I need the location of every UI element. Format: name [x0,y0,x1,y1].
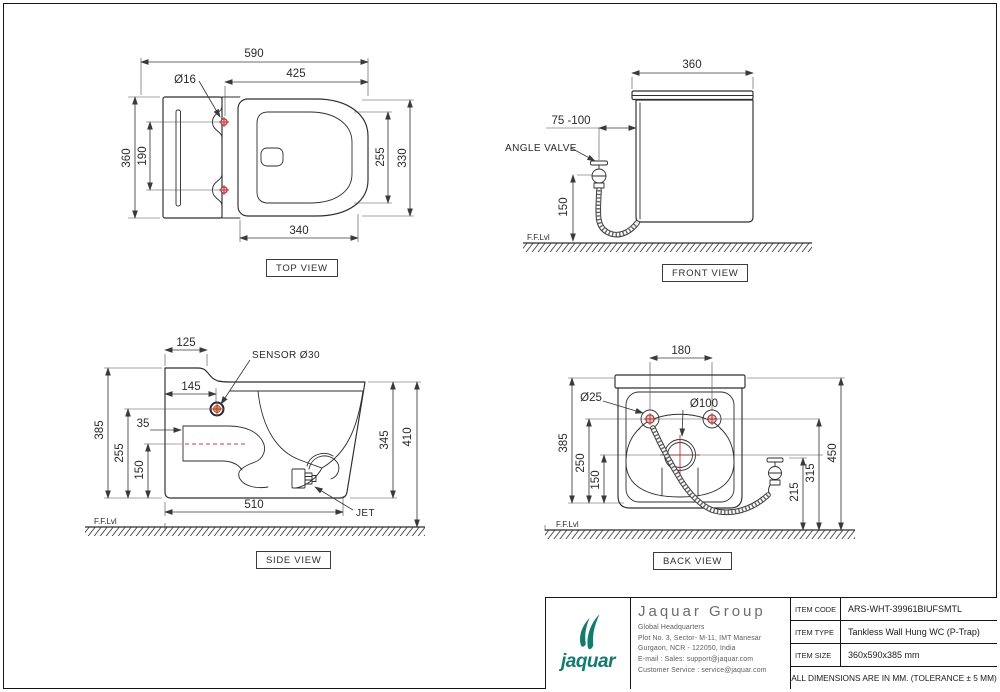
front-view-body [635,99,754,223]
tolerance-note: ALL DIMENSIONS ARE IN MM. (TOLERANCE ± 5… [791,673,997,683]
side-view-label: SIDE VIEW [256,551,332,569]
item-fields: ITEM CODE ARS-WHT-39961BIUFSMTL ITEM TYP… [791,598,997,689]
fixing-hole-bottom [219,185,229,195]
item-type-value: Tankless Wall Hung WC (P-Trap) [848,627,980,637]
inlet-hose-back [650,425,771,516]
back-view-lip [614,374,746,389]
top-view-label: TOP VIEW [266,259,338,277]
angle-valve-label: ANGLE VALVE [505,143,577,154]
address-line: Plot No. 3, Sector- M-11, IMT Manesar [638,634,762,642]
back-view-bowl-walls [661,467,699,497]
jet-label: JET [356,508,375,519]
front-view-label: FRONT VIEW [662,264,749,282]
dim-valve-from-floor: 215 [789,482,801,501]
dim-back-hole-centres: 180 [671,345,690,357]
back-view-bowl [625,427,735,498]
dim-overall-height-back: 450 [827,443,839,462]
dim-inlet-range: 75 -100 [551,115,590,127]
dim-front-width: 360 [682,59,701,71]
top-view-slot [175,109,181,207]
back-view-bowl-top [637,413,723,431]
dim-back-body-height: 385 [558,433,570,452]
angle-valve-back [766,457,784,495]
address-line: Global Headquarters [638,624,705,631]
dim-depth: 510 [244,499,263,511]
address-line: Customer Service : service@jaquar.com [638,666,767,674]
item-size-row: ITEM SIZE 360x590x385 mm [791,644,997,667]
ground-hatch-side [85,527,425,536]
inlet-hose-front [595,187,640,238]
fixing-hole-top [219,117,229,127]
item-type-row: ITEM TYPE Tankless Wall Hung WC (P-Trap) [791,621,997,644]
top-view: 590 425 Ø16 360 190 340 255 330 [121,48,414,242]
ground-hatch-front [523,243,812,252]
dim-sensor-offset: 145 [181,381,200,393]
address-line: Gurgaon, NCR - 122050, India [638,645,736,653]
logo-cell: jaquar [546,598,631,689]
angle-valve-front [590,160,608,189]
dim-fixing-hole-dia: Ø16 [174,74,196,86]
dim-trap-centre: 150 [134,460,146,479]
dim-front-height: 345 [379,430,391,449]
top-view-mount-edge [212,96,223,219]
item-code-row: ITEM CODE ARS-WHT-39961BIUFSMTL [791,598,997,621]
dim-overall-height-side: 410 [402,427,414,446]
side-view: 125 SENSOR Ø30 145 385 35 255 150 510 34… [85,337,425,536]
title-block: jaquar Jaquar Group Global Headquarters … [545,597,997,689]
ffl-label-side: F.F.Lvl [94,517,117,526]
jet-connector [291,453,340,489]
ffl-label-back: F.F.Lvl [556,520,579,529]
company-cell: Jaquar Group Global Headquarters Plot No… [631,598,791,689]
dim-back-hole-dia: Ø25 [580,392,602,404]
jaquar-wordmark: jaquar [560,651,616,672]
dim-side-body-height: 385 [94,420,106,439]
dim-outlet-dia: Ø100 [690,398,718,410]
dim-overall-length: 590 [244,48,263,60]
dim-ledge: 125 [176,337,195,349]
dim-opening-width: 255 [375,147,387,166]
top-view-seat-outline [237,98,369,217]
jaquar-logo-icon [580,614,600,650]
item-type-label: ITEM TYPE [791,621,841,643]
side-view-body [164,367,366,499]
top-view-back-plate [162,96,223,219]
back-view: 180 Ø25 Ø100 385 250 150 450 315 215 F.F… [544,345,855,539]
company-name: Jaquar Group [638,603,766,620]
item-code-value: ARS-WHT-39961BIUFSMTL [848,604,963,614]
item-code-label: ITEM CODE [791,598,841,620]
dim-outlet-from-bottom: 150 [590,470,602,489]
back-view-inner [625,391,735,503]
top-view-flush-detail [260,147,284,167]
side-view-bowl [257,390,364,489]
ground-hatch-back [545,530,855,539]
company-address: Global Headquarters Plot No. 3, Sector- … [638,623,783,677]
address-line: E-mail : Sales: support@jaquar.com [638,656,754,664]
item-size-value: 360x590x385 mm [848,650,920,660]
sensor-target [209,401,225,417]
dim-inlet-inset: 35 [137,418,150,430]
dim-overall-width: 360 [121,148,133,167]
dim-holes-from-floor: 315 [805,463,817,482]
front-view: 360 75 -100 ANGLE VALVE 150 F.F.Lvl [505,59,812,252]
dim-holes-from-bottom: 250 [575,453,587,472]
back-view-body [617,387,743,509]
top-view-opening-outline [256,111,353,204]
item-size-label: ITEM SIZE [791,644,841,666]
sensor-label: SENSOR Ø30 [252,350,320,361]
side-view-trapway [182,425,269,489]
dim-seat-length: 340 [289,225,308,237]
ffl-label-front: F.F.Lvl [527,233,550,242]
dim-seat-width: 330 [397,148,409,167]
dim-inlet-height: 255 [114,443,126,462]
dim-bowl-offset: 425 [286,68,305,80]
back-view-label: BACK VIEW [653,552,733,570]
dim-valve-height: 150 [558,197,570,216]
dim-hole-centres: 190 [137,146,149,165]
